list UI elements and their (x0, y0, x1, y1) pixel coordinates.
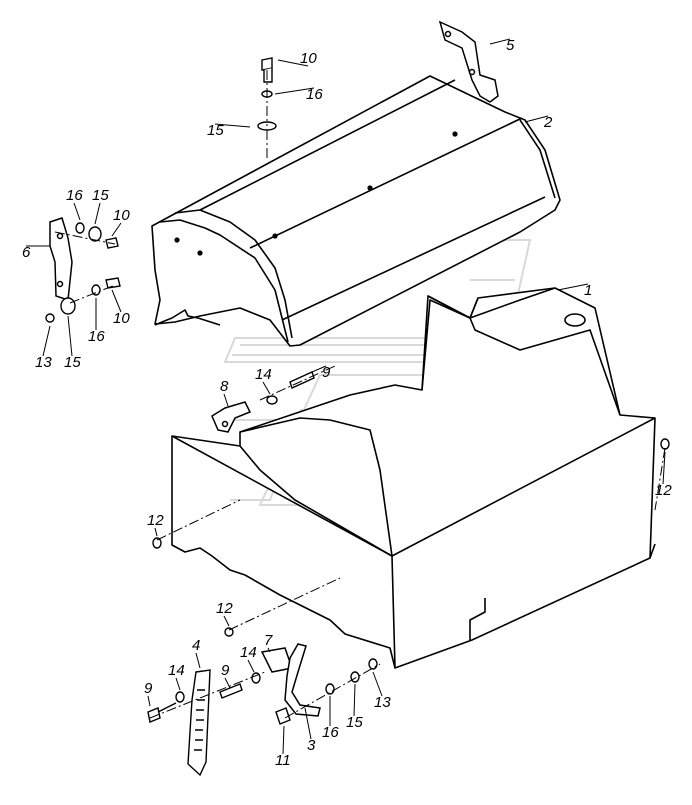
callout-leader-12 (154, 527, 158, 537)
callout-label-1: 1 (584, 282, 592, 299)
strap-part-4 (187, 669, 211, 777)
callout-leader-3 (304, 707, 312, 740)
callout-leader-4 (195, 652, 201, 669)
callout-label-7: 7 (264, 632, 273, 649)
callout-label-4: 4 (192, 637, 200, 654)
callout-leader-9 (147, 695, 151, 707)
callout-label-10: 10 (300, 50, 317, 67)
callout-label-14: 14 (240, 644, 257, 661)
bracket-part-5 (438, 20, 499, 103)
callout-leader-2 (524, 115, 549, 123)
callout-leader-7 (267, 647, 271, 653)
bracket-part-8 (211, 401, 252, 433)
callout-label-15: 15 (346, 714, 363, 731)
callout-label-13: 13 (374, 694, 391, 711)
callout-leader-15 (214, 123, 251, 128)
callout-leader-9 (224, 677, 231, 689)
callout-label-16: 16 (322, 724, 339, 741)
callout-label-3: 3 (307, 737, 316, 754)
callout-leader-12 (662, 451, 666, 485)
callout-label-10: 10 (113, 207, 130, 224)
callout-leader-15 (94, 202, 101, 225)
callout-label-12: 12 (655, 482, 672, 499)
callout-label-14: 14 (168, 662, 185, 679)
box-part-1 (171, 287, 656, 669)
callout-label-15: 15 (207, 122, 224, 139)
callout-leader-16 (274, 87, 315, 95)
callout-label-16: 16 (66, 187, 83, 204)
callout-label-8: 8 (220, 378, 229, 395)
callout-label-16: 16 (306, 86, 323, 103)
callout-leader-10 (277, 59, 309, 67)
cover-part-2 (151, 75, 561, 347)
callout-leader-15 (67, 315, 73, 357)
callout-label-9: 9 (144, 680, 153, 697)
callout-leader-5 (489, 38, 511, 45)
callout-leaders (26, 38, 666, 755)
callout-label-14: 14 (255, 366, 272, 383)
callout-leader-14 (262, 381, 271, 395)
callout-label-5: 5 (506, 37, 515, 54)
callout-label-15: 15 (92, 187, 109, 204)
callout-label-12: 12 (147, 512, 164, 529)
callout-leader-8 (223, 393, 229, 407)
assembly-lines (54, 70, 666, 719)
callout-label-11: 11 (275, 752, 291, 769)
callout-leader-13 (42, 325, 51, 357)
callout-leader-16 (73, 202, 81, 221)
callout-label-13: 13 (35, 354, 52, 371)
callout-leader-14 (175, 677, 181, 691)
callout-leader-10 (111, 222, 122, 237)
callout-label-10: 10 (113, 310, 130, 327)
callout-leader-13 (372, 671, 383, 697)
callout-leader-10 (111, 289, 122, 313)
latch-bracket-part-3 (260, 643, 321, 717)
callout-leader-15 (353, 683, 356, 717)
callout-label-9: 9 (221, 662, 230, 679)
callout-leader-9 (311, 365, 327, 373)
callout-label-2: 2 (543, 114, 553, 131)
bracket-part-6 (49, 217, 73, 302)
callout-leader-1 (557, 283, 589, 291)
callout-label-15: 15 (64, 354, 81, 371)
callout-label-9: 9 (322, 364, 331, 381)
callout-leader-14 (247, 659, 255, 673)
callout-leader-12 (223, 615, 230, 627)
callout-label-16: 16 (88, 328, 105, 345)
callout-label-12: 12 (216, 600, 233, 617)
callout-leader-11 (282, 725, 285, 755)
callout-label-6: 6 (22, 244, 31, 261)
